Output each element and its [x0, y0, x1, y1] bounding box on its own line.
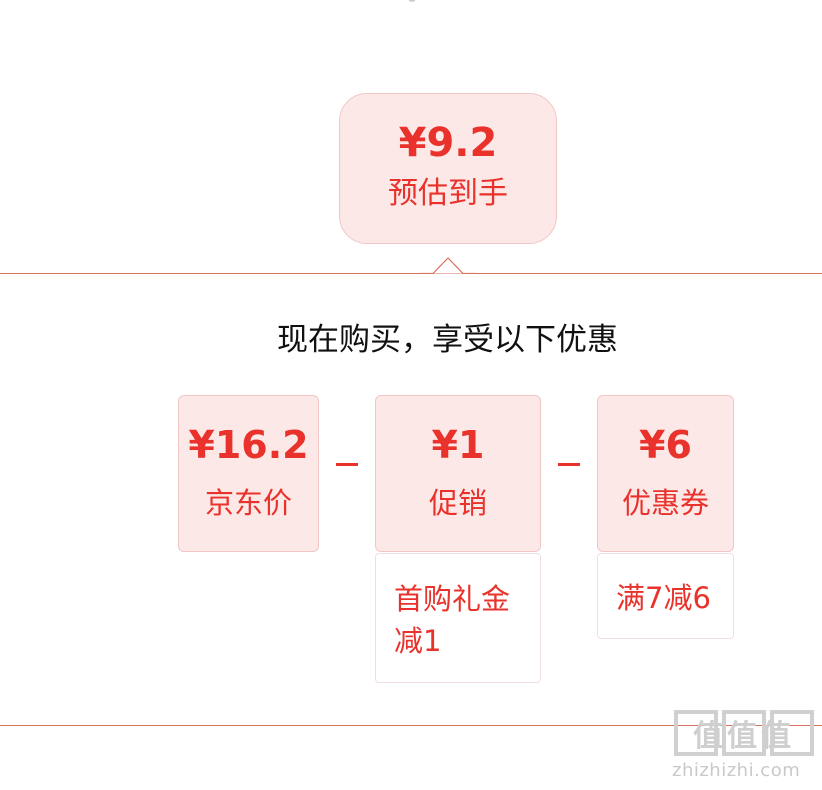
coupon-value: ¥6 — [639, 423, 692, 467]
promotion-detail-card: 首购礼金减1 — [375, 553, 541, 683]
promotion-value: ¥1 — [431, 423, 485, 467]
top-indicator-dot — [408, 0, 416, 2]
promotion-label: 促销 — [428, 486, 487, 520]
coupon-detail-card: 满7减6 — [597, 553, 734, 639]
discount-heading: 现在购买，享受以下优惠 — [277, 322, 618, 358]
pointer-notch-icon — [420, 257, 476, 276]
coupon-label: 优惠券 — [621, 486, 709, 520]
estimated-price-card: ¥9.2 预估到手 — [339, 93, 557, 244]
estimated-price-label: 预估到手 — [388, 176, 508, 211]
coupon-detail-text: 满7减6 — [616, 581, 711, 615]
jd-price-card: ¥16.2 京东价 — [178, 395, 319, 552]
bottom-divider — [0, 725, 822, 726]
top-divider — [0, 273, 822, 274]
promotion-card: ¥1 促销 — [375, 395, 541, 552]
watermark-site-text: zhizhizhi.com — [672, 760, 801, 781]
minus-icon — [558, 463, 580, 466]
jd-price-value: ¥16.2 — [188, 423, 309, 467]
watermark-logo-text: 值值值 — [693, 719, 795, 754]
watermark-logo-icon — [674, 710, 814, 756]
coupon-card: ¥6 优惠券 — [597, 395, 734, 552]
jd-price-label: 京东价 — [204, 486, 292, 520]
promotion-detail-text: 首购礼金减1 — [394, 582, 511, 658]
estimated-price: ¥9.2 — [398, 120, 498, 166]
minus-icon — [336, 463, 358, 466]
